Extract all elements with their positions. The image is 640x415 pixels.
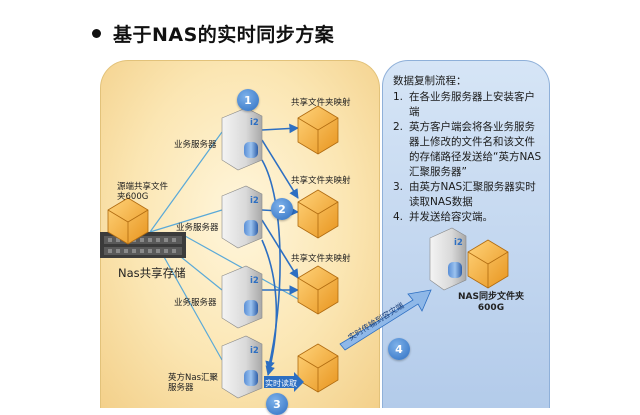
dr-server-icon [429, 227, 467, 291]
step-item: 1. 在各业务服务器上安装客户端 [393, 90, 545, 120]
nas-agg-label: 英方Nas汇聚服务器 [168, 373, 218, 393]
server-label-2: 业务服务器 [176, 223, 219, 233]
nas-agg-server-icon [221, 335, 263, 399]
step-num: 1. [393, 91, 404, 103]
step-text: 在各业务服务器上安装客户端 [409, 91, 535, 118]
server-label-3: 业务服务器 [174, 298, 217, 308]
step-text: 由英方NAS汇聚服务器实时读取NAS数据 [409, 181, 536, 208]
replication-steps: 数据复制流程： 1. 在各业务服务器上安装客户端 2. 英方客户端会将各业务服务… [393, 74, 545, 225]
share-map-label-1: 共享文件夹映射 [291, 98, 351, 108]
source-share-box-icon [107, 197, 149, 245]
share-map-label-2: 共享文件夹映射 [291, 176, 351, 186]
realtime-read-label: 实时读取 [265, 379, 297, 388]
share-map-box-4-icon [297, 343, 339, 393]
dr-share-box-icon [467, 239, 509, 289]
dr-site-panel [382, 60, 550, 408]
title-row: 基于NAS的实时同步方案 [92, 18, 334, 48]
share-map-label-3: 共享文件夹映射 [291, 254, 351, 264]
step-text: 并发送给容灾端。 [409, 211, 493, 223]
step-circle-1: 1 [237, 89, 259, 111]
business-server-1-icon [221, 107, 263, 171]
source-share-label: 源端共享文件夹600G [117, 182, 169, 202]
nas-sync-label: NAS同步文件夹600G [458, 292, 524, 313]
step-text: 英方客户端会将各业务服务器上修改的文件名和该文件的存储路径发送给“英方NAS汇聚… [409, 121, 542, 178]
i2-badge-4: i2 [250, 346, 259, 356]
step-num: 3. [393, 181, 404, 193]
step-circle-4: 4 [388, 338, 410, 360]
send-to-dr-arrow [339, 289, 432, 351]
share-map-box-1-icon [297, 105, 339, 155]
steps-heading: 数据复制流程： [393, 75, 467, 87]
step-item: 2. 英方客户端会将各业务服务器上修改的文件名和该文件的存储路径发送给“英方NA… [393, 120, 545, 180]
realtime-read-arrow [264, 372, 304, 392]
i2-badge-3: i2 [250, 276, 259, 286]
server-label-1: 业务服务器 [174, 140, 217, 150]
title-bullet [92, 28, 101, 38]
step-item: 3. 由英方NAS汇聚服务器实时读取NAS数据 [393, 180, 545, 210]
step-circle-3: 3 [266, 393, 288, 415]
step-item: 4. 并发送给容灾端。 [393, 210, 545, 225]
share-map-box-3-icon [297, 265, 339, 315]
nas-rack [100, 232, 186, 258]
i2-badge-1: i2 [250, 118, 259, 128]
step-num: 2. [393, 121, 404, 133]
nas-storage-label: Nas共享存储 [118, 266, 186, 280]
business-server-2-icon [221, 185, 263, 249]
business-server-3-icon [221, 265, 263, 329]
share-map-box-2-icon [297, 189, 339, 239]
step-num: 4. [393, 211, 404, 223]
i2-badge-2: i2 [250, 196, 259, 206]
step-circle-2: 2 [271, 198, 293, 220]
page-title: 基于NAS的实时同步方案 [113, 23, 335, 46]
i2-badge-dr: i2 [454, 238, 463, 248]
